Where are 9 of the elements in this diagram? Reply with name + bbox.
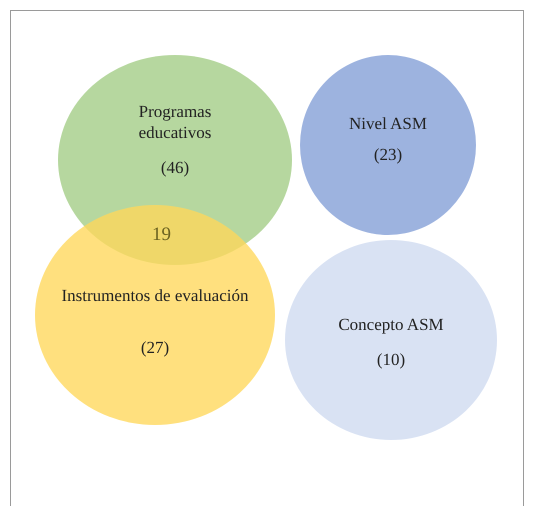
overlap-count: 19 — [152, 224, 171, 246]
set-count: (23) — [374, 144, 402, 165]
set-name: Programas educativos — [138, 101, 212, 143]
set-count: (10) — [376, 349, 406, 370]
set-name: Concepto ASM — [338, 314, 444, 335]
set-count: (46) — [160, 157, 190, 178]
set-name: Nivel ASM — [349, 113, 427, 134]
set-count: (27) — [140, 337, 170, 358]
set-name: Instrumentos de evaluación — [62, 285, 248, 306]
